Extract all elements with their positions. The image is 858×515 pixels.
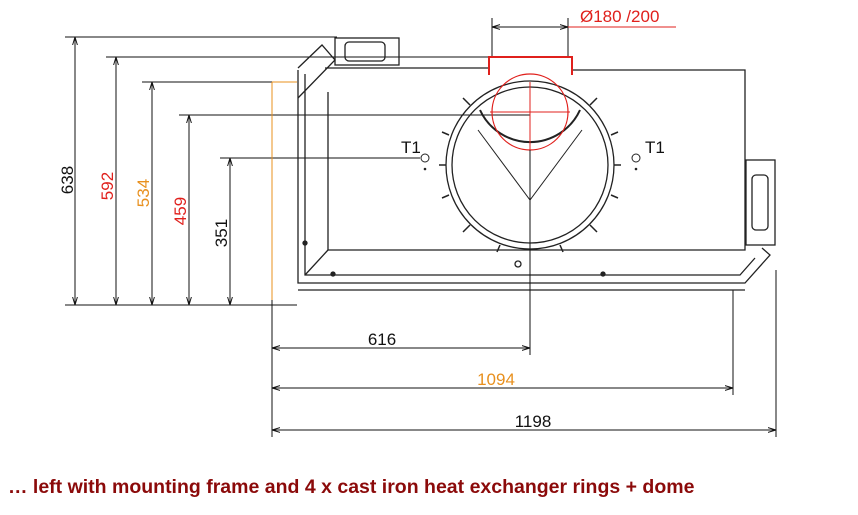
t1-right-label: T1 [645,138,665,157]
t1-left-label: T1 [401,138,421,157]
dim-534-label: 534 [134,179,153,207]
t1-left-marker: T1 [401,138,430,171]
flue-dimension [491,18,676,57]
t1-right-marker: T1 [631,138,665,171]
dim-616-label: 616 [368,330,396,349]
vertical-dimensions [65,36,530,306]
dim-592-label: 592 [98,172,117,200]
dim-1094-label: 1094 [477,370,515,389]
dim-1198-label: 1198 [515,412,552,431]
horizontal-dimensions [271,81,777,437]
dim-638-label: 638 [58,166,77,194]
dim-351-label: 351 [212,219,231,247]
caption: … left with mounting frame and 4 x cast … [8,476,695,498]
dim-459-label: 459 [171,197,190,225]
flue-outlet [488,56,573,151]
flue-diameter-label: Ø180 /200 [580,7,659,26]
fireplace-body [297,37,776,291]
